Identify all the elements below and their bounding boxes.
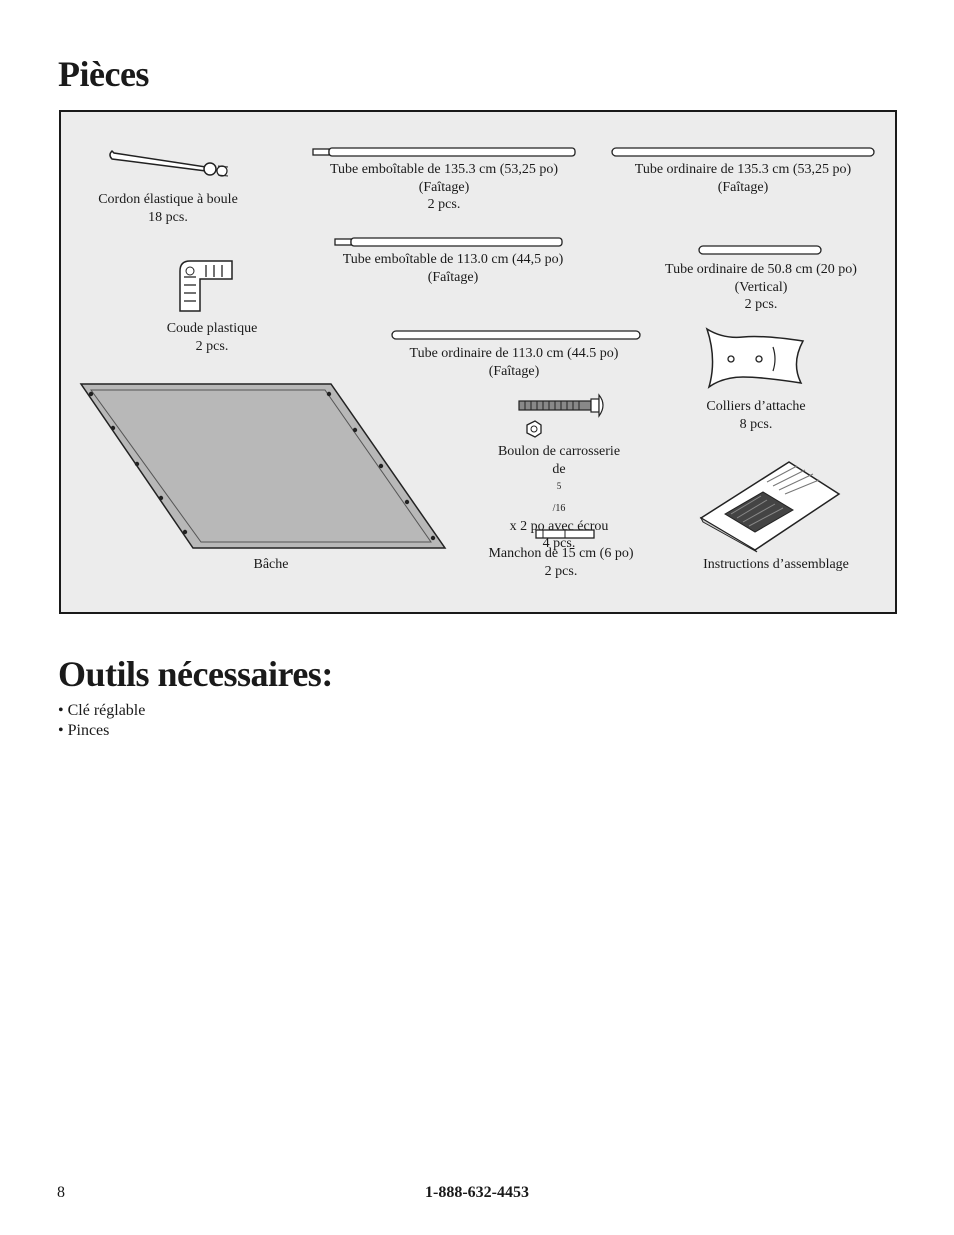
swaged-tube-135-illustration [312,147,576,157]
phone-number: 1-888-632-4453 [425,1184,529,1201]
swaged-tube-113-label: Tube emboîtable de 113.0 cm (44,5 po)(Fa… [342,252,564,285]
instructions-label: Instructions d’assemblage [703,557,849,572]
plain-tube-113-label: Tube ordinaire de 113.0 cm (44.5 po)(Faî… [409,346,619,379]
tarp-label: Bâche [253,557,289,572]
page-number: 8 [57,1184,65,1201]
carriage-bolt-illustration [518,393,604,438]
tarp-illustration [79,383,447,549]
tool-item: • Pinces [58,722,110,739]
parts-heading: Pièces [58,54,149,94]
tools-heading: Outils nécessaires: [58,654,333,694]
swaged-tube-135-label: Tube emboîtable de 135.3 cm (53,25 po)(F… [329,162,559,212]
instructions-booklet-illustration [699,461,841,553]
tools-list: • Clé réglable • Pinces [58,701,145,741]
tool-item: • Clé réglable [58,702,146,719]
plain-tube-135-label: Tube ordinaire de 135.3 cm (53,25 po)(Fa… [634,162,852,195]
sleeve-label: Manchon de 15 cm (6 po)2 pcs. [488,546,634,579]
sleeve-illustration [535,529,595,539]
clamp-illustration [705,327,805,389]
plastic-elbow-illustration [179,260,233,312]
swaged-tube-113-illustration [334,237,563,247]
plain-tube-50-illustration [698,245,822,255]
bungee-cord-illustration [109,149,229,177]
plain-tube-50-label: Tube ordinaire de 50.8 cm (20 po)(Vertic… [665,262,857,312]
plain-tube-113-illustration [391,330,641,340]
plain-tube-135-illustration [611,147,875,157]
